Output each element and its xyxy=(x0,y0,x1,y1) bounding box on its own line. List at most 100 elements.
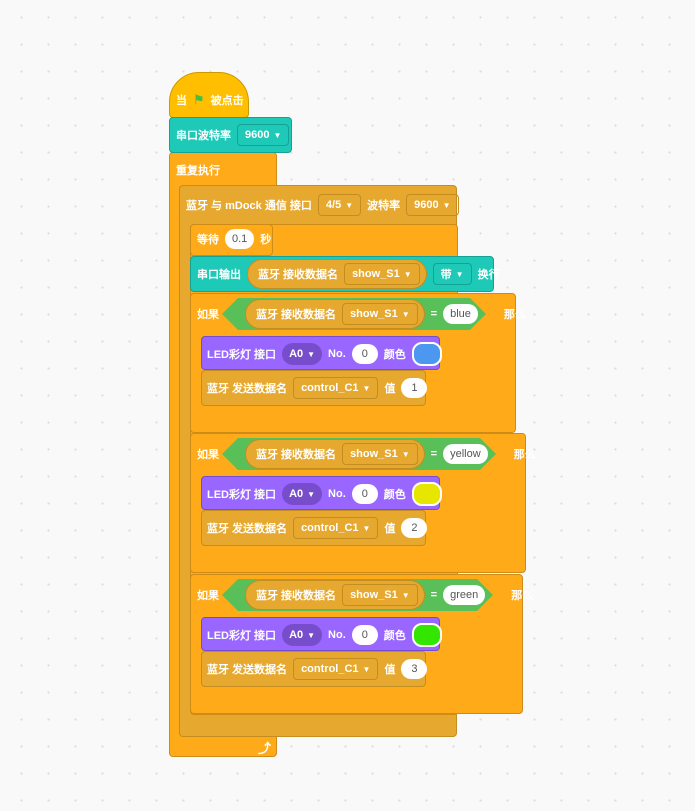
data-name-dropdown[interactable]: show_S1▼ xyxy=(342,303,418,325)
caret-down-icon: ▼ xyxy=(273,130,282,140)
color-picker[interactable] xyxy=(411,342,442,366)
caret-down-icon: ▼ xyxy=(401,309,410,319)
bt-receive-reporter[interactable]: 蓝牙 接收数据名 show_S1▼ xyxy=(245,439,425,469)
color-picker[interactable] xyxy=(411,482,442,506)
caret-down-icon: ▼ xyxy=(362,383,371,393)
led-port-dropdown[interactable]: A0▼ xyxy=(282,624,323,646)
dropdown-value: show_S1 xyxy=(350,589,398,601)
data-name-dropdown[interactable]: show_S1▼ xyxy=(342,443,418,465)
send-value-input[interactable]: 2 xyxy=(401,518,428,538)
bt-send-block[interactable] xyxy=(201,370,426,406)
data-name-dropdown[interactable]: show_S1▼ xyxy=(342,584,418,606)
led-port-dropdown[interactable]: A0▼ xyxy=(282,343,323,365)
wait-input[interactable]: 0.1 xyxy=(225,229,255,249)
then-label: 那么 xyxy=(513,449,536,461)
if-label: 如果 xyxy=(197,449,219,461)
wait-label: 等待 xyxy=(197,234,219,246)
caret-down-icon: ▼ xyxy=(362,523,371,533)
send-label: 蓝牙 发送数据名 xyxy=(207,664,288,676)
bt-receive-reporter[interactable]: 蓝牙 接收数据名 show_S1▼ xyxy=(247,259,427,289)
data-name-dropdown[interactable]: show_S1▼ xyxy=(344,263,420,285)
caret-down-icon: ▼ xyxy=(362,664,371,674)
led-label: LED彩灯 接口 xyxy=(207,630,277,642)
led-port-dropdown[interactable]: A0▼ xyxy=(282,483,323,505)
led-no-input[interactable]: 0 xyxy=(351,484,378,504)
send-name-dropdown[interactable]: control_C1▼ xyxy=(293,377,379,399)
caret-down-icon: ▼ xyxy=(442,200,451,210)
led-block[interactable] xyxy=(201,617,440,651)
if-label: 如果 xyxy=(197,309,219,321)
loop-arrow-icon: ⤴ xyxy=(258,741,272,756)
newline-label: 换行 xyxy=(477,269,500,281)
send-value-input[interactable]: 3 xyxy=(401,659,428,679)
color-label: 颜色 xyxy=(383,489,406,501)
no-label: No. xyxy=(328,488,346,500)
forever-label: 重复执行 xyxy=(176,165,220,177)
bt-receive-reporter[interactable]: 蓝牙 接收数据名 show_S1▼ xyxy=(245,580,425,610)
equals-sign: = xyxy=(430,448,438,460)
equals-sign: = xyxy=(430,308,438,320)
when-flag-clicked-block[interactable] xyxy=(169,72,249,118)
port-dropdown[interactable]: 4/5▼ xyxy=(317,194,362,216)
baud-dropdown[interactable]: 9600▼ xyxy=(237,124,290,146)
no-label: No. xyxy=(328,629,346,641)
caret-down-icon: ▼ xyxy=(307,630,316,640)
led-no-input[interactable]: 0 xyxy=(351,625,378,645)
bt-init-label: 蓝牙 与 mDock 通信 接口 xyxy=(186,200,312,212)
bt-receive-reporter[interactable]: 蓝牙 接收数据名 show_S1▼ xyxy=(245,299,425,329)
newline-dropdown[interactable]: 带▼ xyxy=(432,263,472,285)
then-label: 那么 xyxy=(511,590,534,602)
send-name-value: control_C1 xyxy=(301,522,359,534)
if-label: 如果 xyxy=(197,590,219,602)
bt-send-block[interactable] xyxy=(201,510,426,546)
send-name-value: control_C1 xyxy=(301,382,359,394)
compare-input[interactable]: blue xyxy=(443,304,478,324)
dropdown-value: show_S1 xyxy=(352,268,400,280)
led-label: LED彩灯 接口 xyxy=(207,349,277,361)
caret-down-icon: ▼ xyxy=(307,489,316,499)
wait-unit: 秒 xyxy=(260,234,272,246)
dropdown-value: show_S1 xyxy=(350,448,398,460)
send-label: 蓝牙 发送数据名 xyxy=(207,383,288,395)
value-label: 值 xyxy=(384,664,396,676)
green-flag-icon: ⚑ xyxy=(193,92,205,107)
led-port-value: A0 xyxy=(289,488,304,500)
compare-input[interactable]: green xyxy=(443,585,486,605)
send-label: 蓝牙 发送数据名 xyxy=(207,523,288,535)
send-name-dropdown[interactable]: control_C1▼ xyxy=(293,658,379,680)
baud-value: 9600 xyxy=(245,129,270,141)
serial-baud-block[interactable] xyxy=(169,117,292,153)
color-label: 颜色 xyxy=(383,630,406,642)
then-label: 那么 xyxy=(503,309,526,321)
compare-input[interactable]: yellow xyxy=(443,444,488,464)
serial-out-label: 串口输出 xyxy=(197,269,241,281)
led-port-value: A0 xyxy=(289,348,304,360)
caret-down-icon: ▼ xyxy=(401,590,410,600)
baud-label: 串口波特率 xyxy=(176,130,231,142)
color-label: 颜色 xyxy=(383,349,406,361)
color-picker[interactable] xyxy=(411,623,442,647)
equals-sign: = xyxy=(430,589,438,601)
dropdown-value: show_S1 xyxy=(350,308,398,320)
mode-value: 带 xyxy=(440,269,452,281)
bt-baud-value: 9600 xyxy=(414,199,439,211)
reporter-label: 蓝牙 接收数据名 xyxy=(258,269,339,281)
value-label: 值 xyxy=(384,383,396,395)
reporter-label: 蓝牙 接收数据名 xyxy=(256,590,337,602)
led-port-value: A0 xyxy=(289,629,304,641)
bt-baud-dropdown[interactable]: 9600▼ xyxy=(406,194,459,216)
caret-down-icon: ▼ xyxy=(307,349,316,359)
clicked-label: 被点击 xyxy=(210,95,244,107)
caret-down-icon: ▼ xyxy=(401,449,410,459)
value-label: 值 xyxy=(384,523,396,535)
send-name-dropdown[interactable]: control_C1▼ xyxy=(293,517,379,539)
led-no-input[interactable]: 0 xyxy=(351,344,378,364)
send-value-input[interactable]: 1 xyxy=(401,378,428,398)
caret-down-icon: ▼ xyxy=(455,269,464,279)
bt-send-block[interactable] xyxy=(201,651,426,687)
reporter-label: 蓝牙 接收数据名 xyxy=(256,449,337,461)
bt-init-block[interactable]: 蓝牙 与 mDock 通信 接口 4/5▼ 波特率 9600▼ xyxy=(186,194,459,216)
caret-down-icon: ▼ xyxy=(345,200,354,210)
led-label: LED彩灯 接口 xyxy=(207,489,277,501)
